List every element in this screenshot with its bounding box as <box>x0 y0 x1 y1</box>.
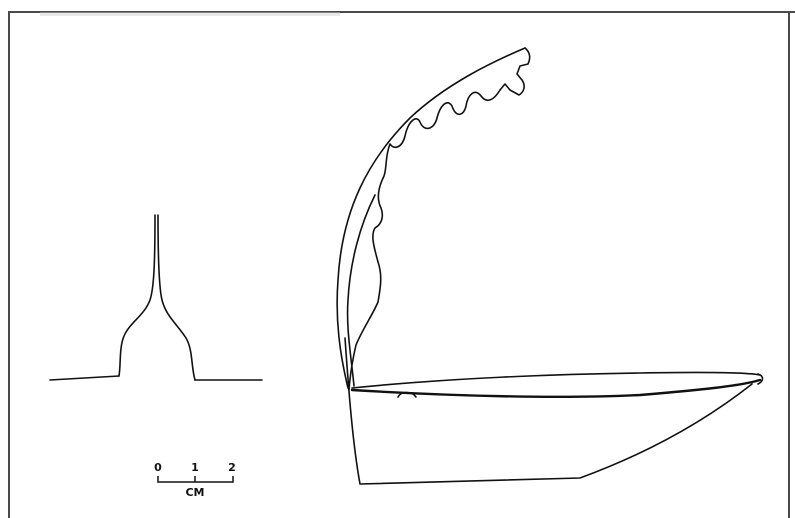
figure-frame <box>8 11 795 518</box>
base-body-outline <box>344 337 753 485</box>
scale-tick-label-1: 1 <box>191 461 199 474</box>
base-rim-end <box>757 373 764 385</box>
scan-smudge <box>40 12 340 16</box>
cross-section-drawing <box>49 214 263 381</box>
base-top-rim-lower <box>350 378 762 399</box>
blade-serrated-inner-edge <box>348 89 501 391</box>
scale-tick-label-2: 2 <box>228 461 236 474</box>
scale-bar: 0 1 2 CM <box>154 461 236 499</box>
cross-section-baseline-left <box>49 375 120 381</box>
scale-tick-label-0: 0 <box>154 461 162 474</box>
rim-bump <box>397 391 417 398</box>
cross-section-profile-inner <box>157 214 196 381</box>
scale-unit-label: CM <box>185 486 204 499</box>
base-top-rim-upper <box>351 371 761 389</box>
profile-drawing <box>336 47 764 485</box>
cross-section-profile-outer <box>118 214 156 377</box>
blade-outer-arc <box>336 47 526 389</box>
blade-inner-arc <box>346 194 376 387</box>
blade-serrated-tip <box>499 47 531 96</box>
